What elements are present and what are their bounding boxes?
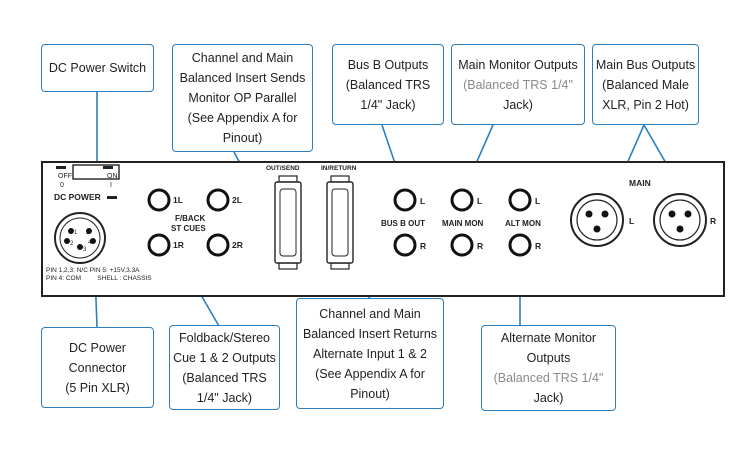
jack-2r-label: 2R (232, 240, 243, 250)
pinout-line-2: PIN 4: COM SHELL : CHASSIS (46, 275, 152, 282)
callout-line: Main Bus Outputs (595, 57, 696, 72)
alt-mon-r-label: R (535, 241, 541, 251)
jack-1l[interactable] (147, 188, 171, 212)
callout-line: XLR, Pin 2 Hot) (602, 97, 689, 112)
bus-b-out-label: BUS B OUT (381, 219, 425, 228)
dc-power-label: DC POWER (54, 192, 101, 202)
xlr-pin-1: 1 (74, 230, 78, 236)
callout-line: Balanced Insert Returns (302, 326, 438, 341)
main-mon-label: MAIN MON (442, 219, 484, 228)
callout-line: 1/4" Jack) (360, 97, 416, 112)
in-return-dsub[interactable] (326, 175, 354, 270)
callout-line: (Balanced TRS 1/4" (493, 371, 604, 385)
callout-line: Connector (68, 360, 127, 375)
callout-line: Balanced Insert Sends (179, 71, 306, 85)
alt-mon-l-label: L (535, 196, 540, 206)
main-mon-l-jack[interactable] (450, 188, 474, 212)
callout-line: (Balanced TRS (182, 370, 267, 385)
callout-dc-power-switch: DC Power Switch (41, 44, 154, 92)
out-send-dsub[interactable] (274, 175, 302, 270)
callout-line: (See Appendix A for (187, 111, 298, 125)
bus-b-l-label: L (420, 196, 425, 206)
callout-line: (5 Pin XLR) (65, 380, 130, 395)
bus-b-l-jack[interactable] (393, 188, 417, 212)
off-value: 0 (60, 182, 64, 189)
callout-line: Pinout) (222, 131, 263, 145)
main-label: MAIN (629, 178, 651, 188)
callout-foldback-outputs: Foldback/Stereo Cue 1 & 2 Outputs (Balan… (169, 325, 280, 410)
callout-line: 1/4" Jack) (196, 390, 253, 405)
callout-line: (Balanced TRS (345, 77, 431, 92)
callout-line: DC Power (69, 340, 126, 355)
pinout-line-1: PIN 1,2,3: N/C PIN 5: +15V,3.3A (46, 267, 140, 274)
callout-line: Channel and Main (319, 306, 421, 321)
callout-line: (See Appendix A for (315, 366, 425, 381)
in-return-label: IN/RETURN (321, 165, 357, 172)
out-send-label: OUT/SEND (266, 165, 300, 172)
callout-main-monitor-outputs: Main Monitor Outputs (Balanced TRS 1/4" … (451, 44, 585, 125)
callout-line: Cue 1 & 2 Outputs (173, 350, 276, 365)
st-cues-label: ST CUES (171, 224, 206, 233)
callout-line: Bus B Outputs (347, 57, 429, 72)
bus-b-r-label: R (420, 241, 426, 251)
jack-2r[interactable] (206, 233, 230, 257)
callout-line: Foldback/Stereo (178, 330, 271, 345)
xlr-pin-3: 3 (83, 247, 87, 253)
dc-symbol-icon (107, 196, 117, 199)
callout-insert-returns: Channel and Main Balanced Insert Returns… (296, 298, 444, 409)
dc-xlr-connector[interactable] (54, 212, 106, 264)
callout-alternate-monitor-outputs: Alternate Monitor Outputs (Balanced TRS … (481, 325, 616, 411)
bus-b-r-jack[interactable] (393, 233, 417, 257)
main-xlr-r[interactable] (653, 193, 707, 247)
main-mon-r-label: R (477, 241, 483, 251)
jack-2l-label: 2L (232, 195, 242, 205)
callout-dc-power-connector: DC Power Connector (5 Pin XLR) (41, 327, 154, 408)
callout-bus-b-outputs: Bus B Outputs (Balanced TRS 1/4" Jack) (332, 44, 444, 125)
on-label: ON (107, 173, 118, 180)
off-label: OFF (58, 173, 72, 180)
jack-1l-label: 1L (173, 195, 183, 205)
callout-line: Jack) (533, 391, 564, 405)
on-mark-icon (103, 166, 113, 169)
jack-1r-label: 1R (173, 240, 184, 250)
main-mon-l-label: L (477, 196, 482, 206)
fback-label: F/BACK (175, 214, 205, 223)
callout-line: Jack) (503, 97, 533, 112)
callout-line: (Balanced Male (602, 77, 689, 92)
xlr-pin-2: 2 (70, 241, 74, 247)
callout-line: Outputs (526, 351, 571, 365)
xlr-pin-5: 5 (86, 230, 90, 236)
callout-line: Main Monitor Outputs (458, 57, 578, 72)
callout-line: Alternate Input 1 & 2 (313, 346, 427, 361)
callout-line: Channel and Main (191, 51, 294, 65)
main-mon-r-jack[interactable] (450, 233, 474, 257)
off-mark-icon (56, 166, 66, 169)
alt-mon-l-jack[interactable] (508, 188, 532, 212)
callout-line: Pinout) (350, 386, 390, 401)
jack-2l[interactable] (206, 188, 230, 212)
jack-1r[interactable] (147, 233, 171, 257)
callout-line: DC Power Switch (48, 61, 147, 75)
callout-line: Monitor OP Parallel (188, 91, 297, 105)
callout-line: Alternate Monitor (500, 331, 597, 345)
callout-insert-sends: Channel and Main Balanced Insert Sends M… (172, 44, 313, 152)
callout-main-bus-outputs: Main Bus Outputs (Balanced Male XLR, Pin… (592, 44, 699, 125)
main-xlr-l[interactable] (570, 193, 624, 247)
callout-line: (Balanced TRS 1/4" (463, 77, 573, 92)
alt-mon-label: ALT MON (505, 219, 541, 228)
main-r-label: R (710, 216, 716, 226)
xlr-pin-4: 4 (88, 240, 92, 246)
main-l-label: L (629, 216, 634, 226)
on-value: I (110, 182, 112, 189)
alt-mon-r-jack[interactable] (508, 233, 532, 257)
